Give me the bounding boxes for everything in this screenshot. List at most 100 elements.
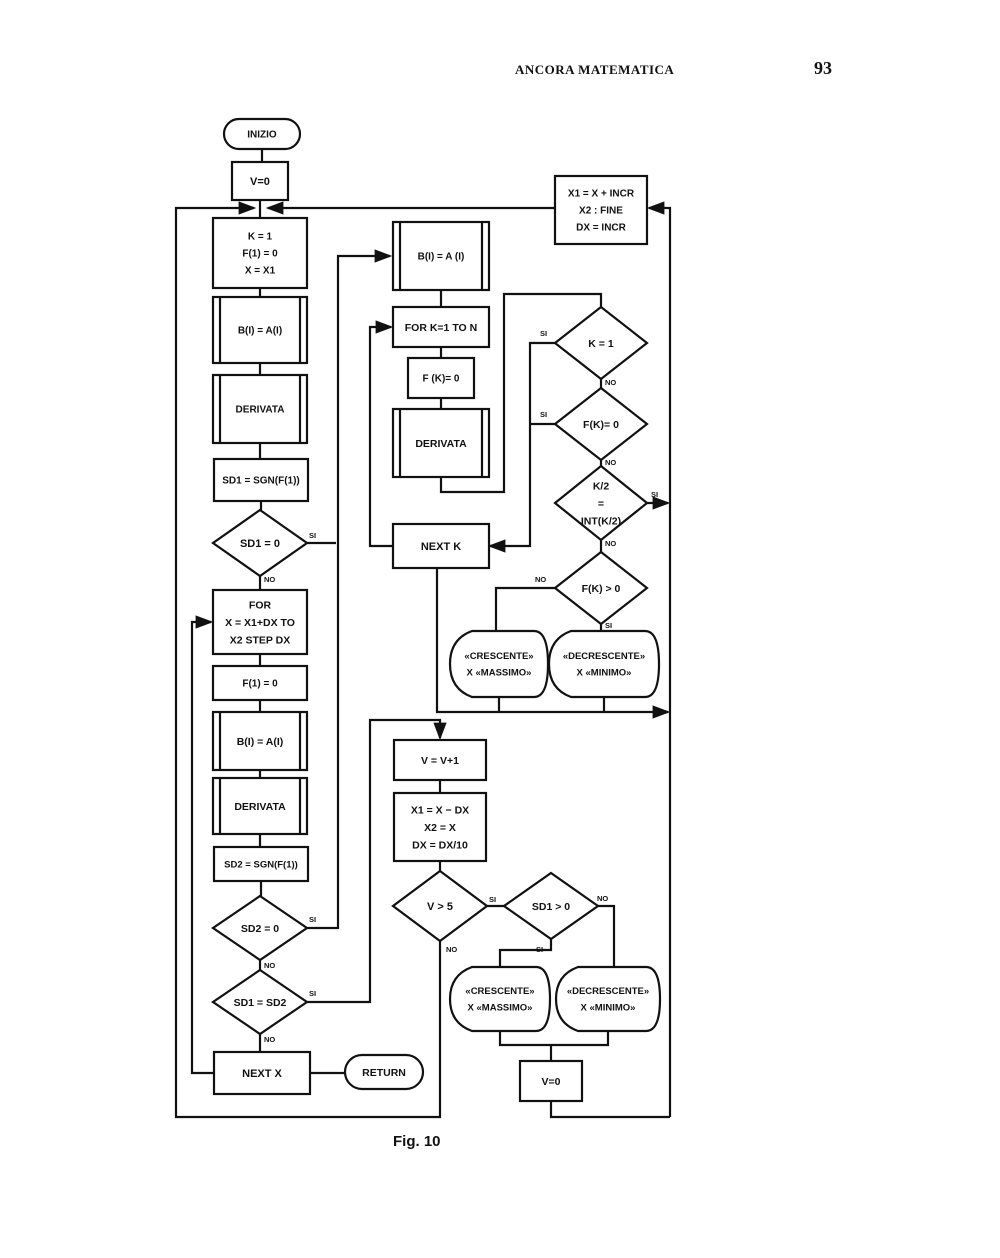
node-label: B(I) = A (I) (418, 252, 465, 263)
process-box (211, 664, 309, 702)
process-box (391, 522, 491, 570)
node-label: DX = INCR (576, 223, 627, 234)
decision-diamond (553, 550, 649, 626)
node-label: «DECRESCENTE» (563, 651, 645, 662)
process-box (392, 738, 488, 782)
node-label: X = X1+DX TO (225, 617, 295, 629)
node-out-decr2 (554, 965, 662, 1033)
node-label: X2 : FINE (579, 206, 623, 217)
node-label: SD1 > 0 (532, 901, 570, 913)
node-out-decr1 (547, 629, 661, 699)
terminal-box (343, 1053, 425, 1091)
process-box (406, 356, 476, 400)
node-label: SD1 = 0 (240, 538, 280, 550)
node-label: K/2 (593, 480, 610, 492)
page-number: 93 (814, 58, 832, 78)
node-v-inc (392, 738, 488, 782)
branch-label-fkpos-no: NO (535, 575, 546, 584)
node-label: X «MINIMO» (581, 1003, 636, 1014)
node-for-k (391, 305, 491, 349)
node-deriv3 (391, 407, 491, 479)
node-label: F (K)= 0 (423, 374, 460, 385)
process-box (391, 305, 491, 349)
display-box (554, 965, 662, 1033)
branch-label-sd1-no: NO (264, 575, 275, 584)
branch-label-k2-yes: SI (651, 490, 658, 499)
node-sd2 (212, 845, 310, 883)
node-label: X1 = X − DX (411, 804, 469, 816)
node-label: B(I) = A(I) (237, 736, 284, 748)
node-start (222, 117, 302, 151)
node-label: V > 5 (427, 901, 453, 913)
node-label: F(1) = 0 (242, 679, 278, 690)
node-return (343, 1053, 425, 1091)
process-box (212, 1050, 312, 1096)
branch-label-v5-no: NO (446, 945, 457, 954)
node-label: INT(K/2) (581, 515, 621, 527)
node-copy2 (211, 710, 309, 772)
node-dec-sd2 (211, 894, 309, 962)
decision-diamond (211, 968, 309, 1036)
decision-diamond (211, 508, 309, 578)
connector-line (494, 586, 555, 631)
display-box (547, 629, 661, 699)
decision-diamond (391, 869, 489, 943)
node-dec-sd1pos (502, 871, 600, 941)
node-label: B(I) = A(I) (238, 326, 282, 337)
subroutine-box (391, 220, 491, 292)
branch-label-fkpos-yes: SI (605, 621, 612, 630)
node-for-x (211, 588, 309, 656)
node-dec-k2 (553, 464, 649, 542)
display-box (448, 629, 550, 699)
node-dec-fkpos (553, 550, 649, 626)
node-out-cres2 (448, 965, 552, 1033)
connector-line (174, 201, 442, 1119)
process-box (211, 216, 309, 290)
branch-label-v5-yes: SI (489, 895, 496, 904)
node-label: SD2 = 0 (241, 923, 279, 935)
subroutine-box (211, 295, 309, 365)
running-head: ANCORA MATEMATICA (515, 62, 675, 77)
branch-label-fk0-no: NO (605, 458, 616, 467)
connector-line (598, 904, 616, 967)
connector-line (549, 1101, 670, 1119)
node-init-vars (211, 216, 309, 290)
node-label: DERIVATA (415, 438, 467, 450)
subroutine-box (211, 776, 309, 836)
node-label: FOR K=1 TO N (405, 322, 477, 334)
node-dec-fk0 (553, 386, 649, 462)
node-label: «CRESCENTE» (464, 651, 533, 662)
node-label: FOR (249, 599, 272, 611)
connector-line (190, 615, 214, 1075)
node-label: SD1 = SGN(F(1)) (222, 476, 300, 487)
node-label: F(1) = 0 (242, 249, 278, 260)
branch-label-k1-no: NO (605, 378, 616, 387)
node-deriv2 (211, 776, 309, 836)
node-fk-zero (406, 356, 476, 400)
node-set-range (553, 174, 649, 246)
connector-line (307, 718, 447, 1004)
node-f1-zero (211, 664, 309, 702)
subroutine-box (211, 373, 309, 445)
subroutine-box (391, 407, 491, 479)
connector-line (439, 292, 603, 494)
node-label: X1 = X + INCR (568, 189, 635, 200)
terminal-box (222, 117, 302, 151)
node-v-init (230, 160, 290, 202)
node-next-k (391, 522, 491, 570)
node-label: X «MINIMO» (577, 668, 632, 679)
node-label: NEXT K (421, 541, 461, 553)
process-box (212, 457, 310, 503)
node-label: X «MASSIMO» (467, 668, 532, 679)
node-label: V = V+1 (421, 755, 459, 767)
node-label: «DECRESCENTE» (567, 986, 649, 997)
process-box (392, 791, 488, 863)
node-label: DX = DX/10 (412, 839, 468, 851)
figure-caption: Fig. 10 (393, 1133, 441, 1150)
node-label: V=0 (250, 176, 270, 188)
node-label: K = 1 (248, 232, 273, 243)
connector-line (487, 341, 555, 553)
node-label: «CRESCENTE» (465, 986, 534, 997)
branch-label-sd2-no: NO (264, 961, 275, 970)
